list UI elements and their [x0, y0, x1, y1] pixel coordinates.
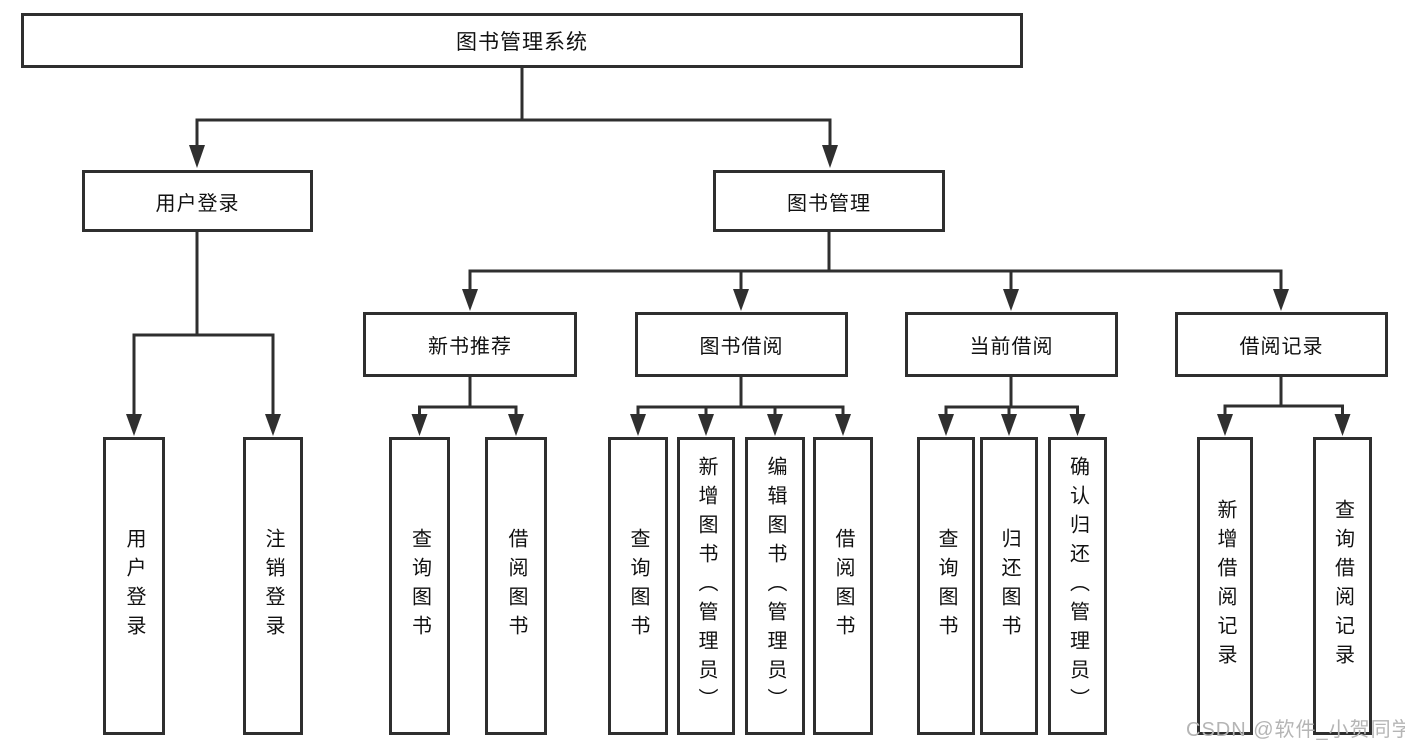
node-book-borrow: 图书借阅: [635, 312, 848, 377]
connector-segment: [1223, 377, 1344, 415]
node-leaf-return-books: 归还图书: [980, 437, 1038, 735]
node-leaf-user-login: 用户登录: [103, 437, 165, 735]
connector-arrowhead: [508, 414, 524, 436]
node-leaf-query-books-borrow: 查询图书: [608, 437, 668, 735]
node-current-borrow: 当前借阅: [905, 312, 1118, 377]
connector-arrowhead: [126, 414, 142, 436]
node-leaf-borrow-books-newbook: 借阅图书: [485, 437, 547, 735]
node-root-system: 图书管理系统: [21, 13, 1023, 68]
node-leaf-query-books-current: 查询图书: [917, 437, 975, 735]
connector-segment: [468, 232, 1283, 290]
connector-segment: [418, 377, 518, 415]
connector-borrow-records-children: [1217, 377, 1351, 436]
connector-root-branches: [189, 68, 838, 168]
node-borrow-records: 借阅记录: [1175, 312, 1388, 377]
connector-arrowhead: [1217, 414, 1233, 436]
watermark-text: CSDN @软件_小贺同学: [1186, 719, 1405, 741]
node-leaf-add-borrow-record: 新增借阅记录: [1197, 437, 1253, 735]
connector-arrowhead: [698, 414, 714, 436]
node-new-book-recommend: 新书推荐: [363, 312, 577, 377]
connector-user-login-children: [126, 232, 281, 436]
connector-arrowhead: [938, 414, 954, 436]
connector-arrowhead: [411, 414, 428, 436]
connector-segment: [132, 232, 275, 415]
connector-arrowhead: [1273, 289, 1289, 311]
connector-segment: [944, 377, 1079, 415]
node-leaf-edit-book-admin: 编辑图书（管理员）: [745, 437, 805, 735]
connector-arrowhead: [630, 414, 646, 436]
connector-arrowhead: [767, 414, 783, 436]
node-leaf-logout: 注销登录: [243, 437, 303, 735]
connector-arrowhead: [1003, 289, 1019, 311]
node-leaf-add-book-admin: 新增图书（管理员）: [677, 437, 735, 735]
connector-segment: [636, 377, 845, 415]
connector-arrowhead: [189, 145, 205, 168]
connector-arrowhead: [1001, 414, 1017, 436]
connector-book-borrow-children: [630, 377, 851, 436]
connector-segment: [195, 68, 832, 146]
node-user-login: 用户登录: [82, 170, 313, 232]
connector-arrowhead: [1334, 414, 1351, 436]
connector-arrowhead: [265, 414, 281, 436]
node-book-management: 图书管理: [713, 170, 945, 232]
connector-book-management-children: [462, 232, 1289, 311]
connector-new-book-children: [411, 377, 524, 436]
node-leaf-borrow-books: 借阅图书: [813, 437, 873, 735]
connector-arrowhead: [733, 289, 749, 311]
connector-arrowhead: [822, 145, 838, 168]
connector-current-borrow-children: [938, 377, 1086, 436]
connector-arrowhead: [462, 289, 478, 311]
connector-arrowhead: [1069, 414, 1086, 436]
connector-arrowhead: [835, 414, 851, 436]
node-leaf-query-borrow-record: 查询借阅记录: [1313, 437, 1372, 735]
node-leaf-confirm-return-admin: 确认归还（管理员）: [1048, 437, 1107, 735]
node-leaf-query-books-newbook: 查询图书: [389, 437, 450, 735]
